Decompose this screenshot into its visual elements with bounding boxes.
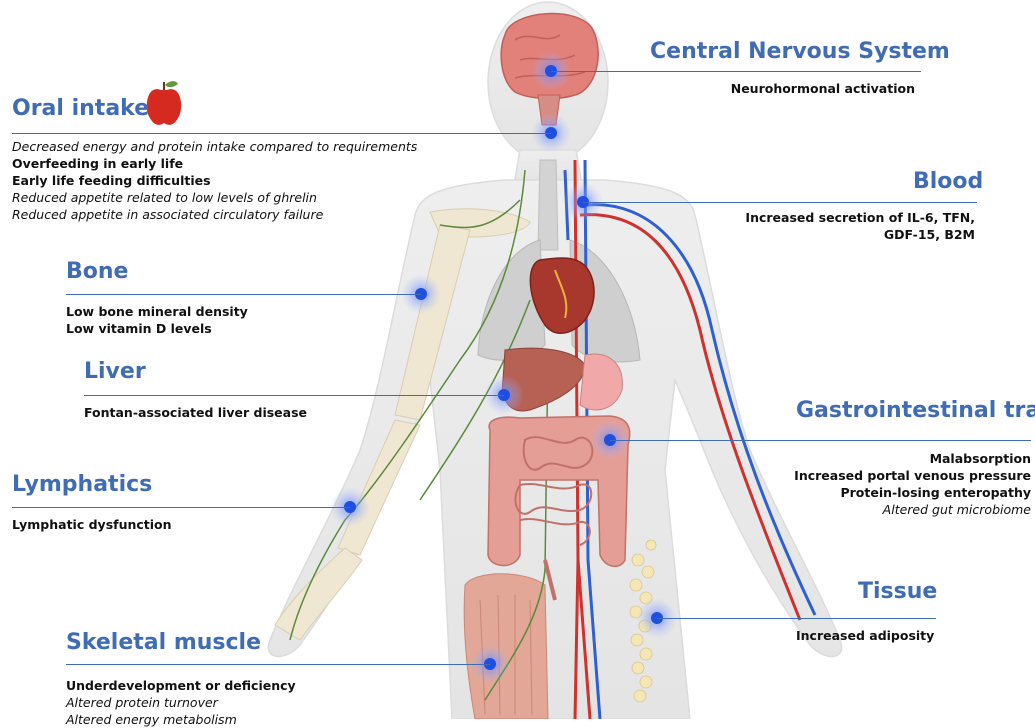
apple-icon [147, 81, 181, 125]
muscle-list: Underdevelopment or deficiency Altered p… [66, 677, 296, 728]
oral-title: Oral intake [12, 96, 149, 122]
liver-item: Fontan-associated liver disease [84, 404, 307, 421]
blood-item: Increased secretion of IL-6, TFN, [745, 209, 975, 226]
gi-item: Malabsorption [794, 450, 1031, 467]
rule-cns [551, 71, 921, 72]
muscle-title: Skeletal muscle [66, 630, 261, 656]
tissue-item: Increased adiposity [796, 627, 934, 644]
lymph-item: Lymphatic dysfunction [12, 516, 172, 533]
oral-item: Decreased energy and protein intake comp… [12, 138, 417, 155]
blood-list: Increased secretion of IL-6, TFN, GDF-15… [745, 209, 975, 243]
rule-bone [66, 294, 421, 295]
oral-item: Reduced appetite related to low levels o… [12, 189, 417, 206]
cns-title: Central Nervous System [650, 39, 950, 65]
muscle-item: Altered protein turnover [66, 694, 296, 711]
muscle-item: Underdevelopment or deficiency [66, 677, 296, 694]
rule-gi [610, 440, 1031, 441]
bone-list: Low bone mineral density Low vitamin D l… [66, 303, 248, 337]
rule-blood [583, 202, 977, 203]
cns-item: Neurohormonal activation [731, 80, 915, 97]
blood-item: GDF-15, B2M [745, 226, 975, 243]
muscle-item: Altered energy metabolism [66, 711, 296, 728]
rule-liver [84, 395, 504, 396]
liver-list: Fontan-associated liver disease [84, 404, 307, 421]
rule-tissue [657, 618, 936, 619]
oral-list: Decreased energy and protein intake comp… [12, 138, 417, 223]
blood-title: Blood [913, 169, 983, 195]
tissue-title: Tissue [858, 579, 937, 605]
muscle-icon [464, 574, 548, 719]
gi-item: Increased portal venous pressure [794, 467, 1031, 484]
gi-title: Gastrointestinal tract [796, 398, 1035, 424]
oral-item: Overfeeding in early life [12, 155, 417, 172]
rule-muscle [66, 664, 490, 665]
lymph-list: Lymphatic dysfunction [12, 516, 172, 533]
gi-item: Protein-losing enteropathy [794, 484, 1031, 501]
bone-item: Low vitamin D levels [66, 320, 248, 337]
oral-item: Early life feeding difficulties [12, 172, 417, 189]
rule-lymph [12, 507, 350, 508]
gi-item: Altered gut microbiome [794, 501, 1031, 518]
bone-item: Low bone mineral density [66, 303, 248, 320]
tissue-list: Increased adiposity [796, 627, 934, 644]
gi-list: Malabsorption Increased portal venous pr… [794, 450, 1031, 518]
cns-list: Neurohormonal activation [731, 80, 915, 97]
bone-title: Bone [66, 259, 128, 285]
lymph-title: Lymphatics [12, 472, 152, 498]
trachea [538, 160, 558, 250]
rule-oral [12, 133, 551, 134]
liver-title: Liver [84, 359, 146, 385]
oral-item: Reduced appetite in associated circulato… [12, 206, 417, 223]
